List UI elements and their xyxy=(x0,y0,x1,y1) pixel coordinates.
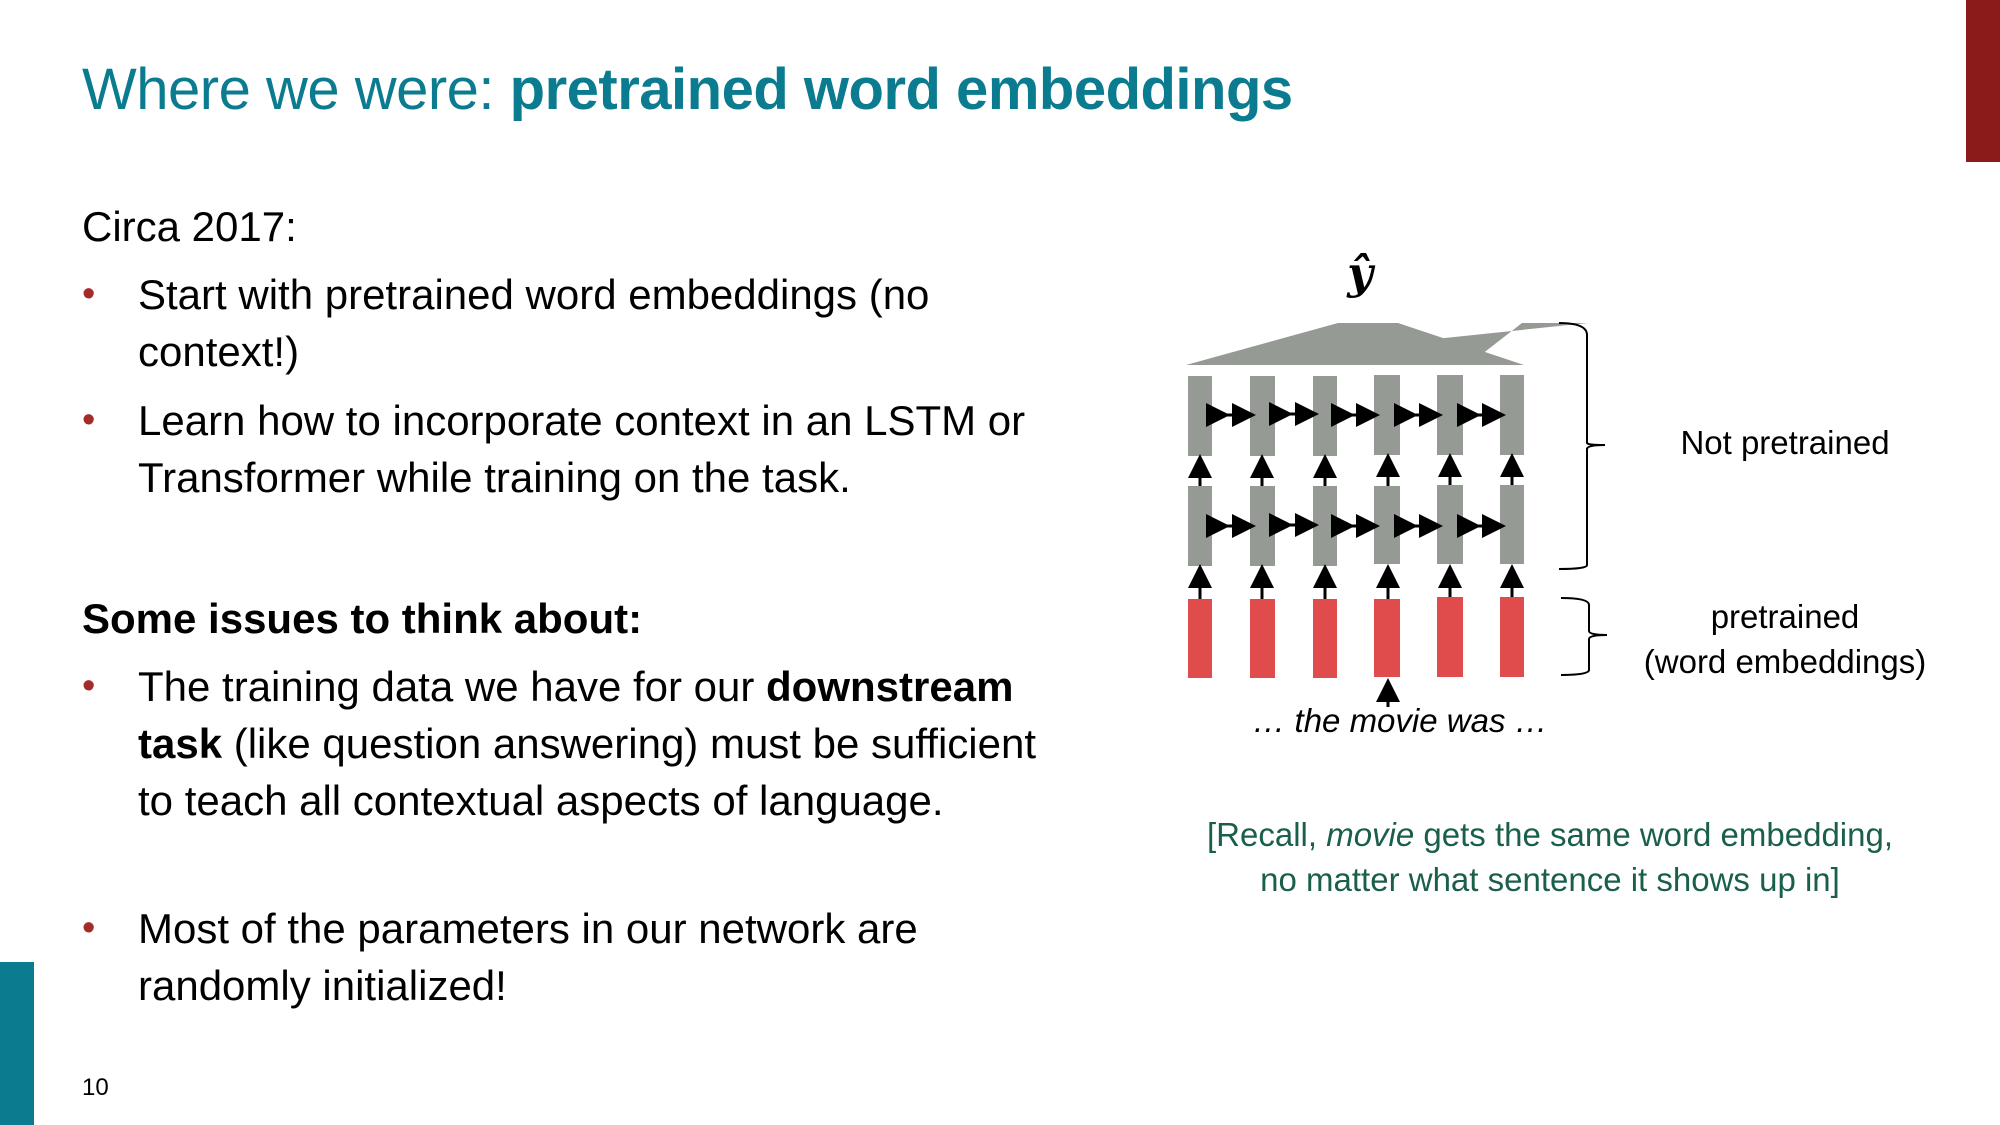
bullet-item: • The training data we have for our down… xyxy=(82,658,1042,829)
bullet-dot-icon: • xyxy=(82,665,96,707)
upward-arrows xyxy=(1188,453,1524,707)
pretrained-label: pretrained (word embeddings) xyxy=(1643,598,1927,680)
embedding-layer xyxy=(1188,597,1524,678)
output-trapezoid xyxy=(1186,323,1524,365)
bullet-item: • Learn how to incorporate context in an… xyxy=(82,392,1042,506)
title-plain: Where we were: xyxy=(82,57,510,122)
bullet-dot-icon: • xyxy=(82,907,96,949)
issues-heading: Some issues to think about: xyxy=(82,595,643,642)
accent-bar-top xyxy=(1966,0,2000,162)
accent-bar-bottom xyxy=(0,962,34,1125)
bullet-item: • Most of the parameters in our network … xyxy=(82,900,1042,1014)
bullet-dot-icon: • xyxy=(82,399,96,441)
bidirectional-arrows xyxy=(1206,402,1506,538)
bullet-dot-icon: • xyxy=(82,273,96,315)
circa-label: Circa 2017: xyxy=(82,203,297,250)
input-sentence: … the movie was … xyxy=(1252,702,1548,739)
brace-icon xyxy=(1558,322,1608,676)
output-y-hat: ŷ xyxy=(1347,248,1373,299)
bullet-item: • Start with pretrained word embeddings … xyxy=(82,266,1042,380)
hidden-layer-1 xyxy=(1188,485,1524,566)
emphasis-downstream-task: downstream task xyxy=(138,663,1014,767)
slide-title: Where we were: pretrained word embedding… xyxy=(82,56,1293,123)
network-diagram xyxy=(1186,323,1588,707)
not-pretrained-label: Not pretrained xyxy=(1680,424,1890,461)
page-number: 10 xyxy=(82,1074,109,1101)
title-bold: pretrained word embeddings xyxy=(509,57,1294,122)
recall-note: [Recall, movie gets the same word embedd… xyxy=(1206,816,1894,898)
